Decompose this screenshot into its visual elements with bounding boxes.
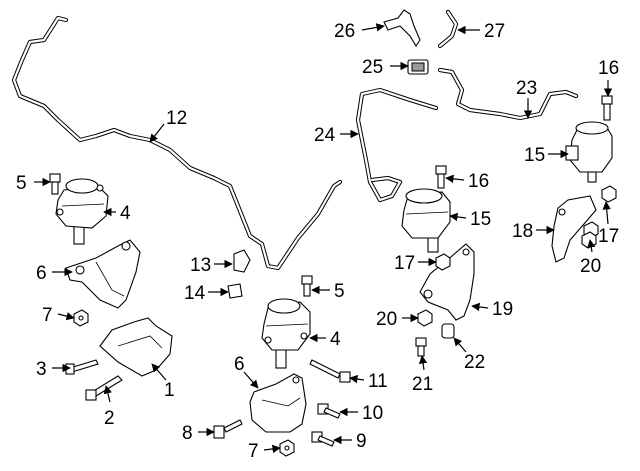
callout-20-center: 20 [376, 309, 397, 330]
clip-13 [233, 249, 251, 273]
callout-20-right: 20 [580, 256, 601, 277]
bracket-6-left [65, 239, 141, 309]
callout-16-center: 16 [468, 171, 489, 192]
bolt-5-left [49, 173, 61, 195]
callout-21: 21 [412, 374, 433, 395]
engine-mount-right [401, 188, 451, 253]
nut-20-right [581, 231, 597, 249]
callout-7-center: 7 [248, 441, 259, 462]
bolt-16-right [601, 95, 613, 121]
bracket-6-center [249, 373, 307, 433]
bolt-16-center [435, 165, 447, 189]
vacuum-line-24 [355, 87, 439, 203]
callout-18: 18 [512, 221, 533, 242]
callout-17-center: 17 [394, 253, 415, 274]
nut-7-left [73, 309, 89, 327]
callout-11: 11 [368, 371, 388, 392]
connector-25 [407, 59, 429, 75]
callout-23: 23 [516, 78, 537, 99]
callout-3: 3 [36, 359, 47, 380]
callout-27: 27 [484, 21, 505, 42]
bolt-9 [311, 431, 335, 447]
callout-4-left: 4 [120, 203, 131, 224]
bushing-22 [441, 323, 455, 339]
callout-4-center: 4 [330, 329, 341, 350]
callout-16-right: 16 [598, 58, 619, 79]
engine-mount-center [261, 298, 311, 369]
bolt-2 [85, 375, 123, 401]
leader-lines [34, 23, 613, 454]
callout-14: 14 [184, 283, 206, 304]
callout-9: 9 [356, 431, 367, 452]
callout-1: 1 [164, 380, 175, 401]
callout-19: 19 [492, 299, 513, 320]
callout-7-left: 7 [42, 305, 53, 326]
nut-17-center [435, 253, 451, 271]
callout-26: 26 [334, 21, 355, 42]
bolt-21 [415, 337, 427, 357]
bracket-1 [99, 317, 173, 377]
callout-25: 25 [362, 57, 383, 78]
callout-8: 8 [182, 423, 193, 444]
hose-27 [437, 9, 459, 49]
nut-7-center [279, 439, 295, 457]
callout-5-left: 5 [16, 173, 27, 194]
nut-20-center [417, 309, 433, 327]
bolt-11 [309, 359, 351, 383]
bracket-26 [383, 9, 421, 48]
callout-5-center: 5 [334, 281, 345, 302]
callout-15-right: 15 [524, 145, 545, 166]
bolt-5-center [301, 275, 313, 297]
callout-17-right: 17 [598, 226, 619, 247]
callout-2: 2 [104, 408, 115, 429]
callout-10: 10 [362, 403, 383, 424]
vacuum-line-23 [437, 67, 579, 121]
callout-12: 12 [166, 108, 187, 129]
bolt-8 [213, 419, 243, 439]
bracket-18 [551, 195, 597, 263]
bolt-3 [65, 359, 99, 375]
callout-24: 24 [314, 125, 336, 146]
nut-16-small [601, 185, 617, 203]
callout-6-center: 6 [234, 354, 245, 375]
clip-14 [227, 283, 243, 299]
bolt-10 [317, 403, 341, 419]
callout-numbers: 1 2 3 4 4 5 5 6 6 7 7 8 9 10 11 12 13 14… [16, 21, 619, 462]
callout-22: 22 [464, 352, 485, 373]
engine-mount-left [55, 178, 109, 245]
vacuum-line-12 [11, 15, 343, 271]
callout-15-center: 15 [470, 209, 491, 230]
callout-13: 13 [190, 255, 211, 276]
engine-mount-far-right [565, 121, 613, 183]
callout-6-left: 6 [36, 263, 47, 284]
bracket-19 [419, 243, 475, 321]
